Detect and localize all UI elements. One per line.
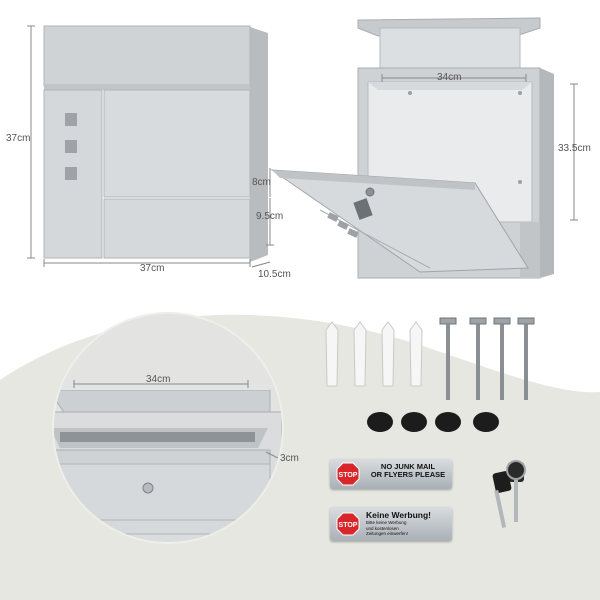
dim-interior-width: 34cm [437, 72, 462, 83]
sign-line: NO JUNK MAIL [380, 462, 436, 471]
mailbox-open-view [270, 17, 578, 279]
flap-window [347, 228, 359, 238]
keys [492, 460, 526, 528]
dim-front-width: 37cm [140, 263, 165, 274]
stop-icon-label: STOP [339, 522, 358, 529]
dim-detail-width: 34cm [146, 374, 171, 385]
stop-icon: STOP [336, 512, 360, 536]
stop-icon-label: STOP [339, 472, 358, 479]
mailbox-front-view [27, 25, 274, 268]
flap-window [327, 212, 339, 222]
sign-heading: Keine Werbung! [366, 510, 432, 520]
slot-closeup [52, 312, 284, 544]
dim-interior-height: 33.5cm [558, 143, 591, 154]
window-slot [65, 167, 77, 180]
dim-front-height: 37cm [6, 133, 31, 144]
window-slot [65, 113, 77, 126]
sign-line: OR FLYERS PLEASE [370, 469, 446, 479]
dim-depth: 10.5cm [258, 269, 291, 280]
lock-icon [142, 482, 154, 494]
dim-lower-door: 9.5cm [256, 211, 284, 222]
sign-fine-print: Zeitungen einwerfen! [366, 531, 409, 537]
wall-anchor [325, 321, 423, 387]
keine-werbung-sign: STOP Keine Werbung! Bitte keine Werbung … [330, 507, 452, 541]
accessories [325, 317, 535, 432]
dim-slot-height: 8cm [252, 177, 271, 188]
window-slot [65, 140, 77, 153]
no-junk-mail-sign: STOP NO JUNK MAIL OR FLYERS PLEASE [330, 459, 452, 489]
sign-fine-print: und kostenlosen [366, 525, 399, 531]
sign-fine-print: Bitte keine Werbung [366, 519, 407, 525]
rubber-foot [367, 412, 499, 432]
stop-icon: STOP [336, 462, 360, 486]
screw [439, 317, 535, 400]
dim-detail-slot: 3cm [280, 453, 299, 464]
flap-window [337, 220, 349, 230]
